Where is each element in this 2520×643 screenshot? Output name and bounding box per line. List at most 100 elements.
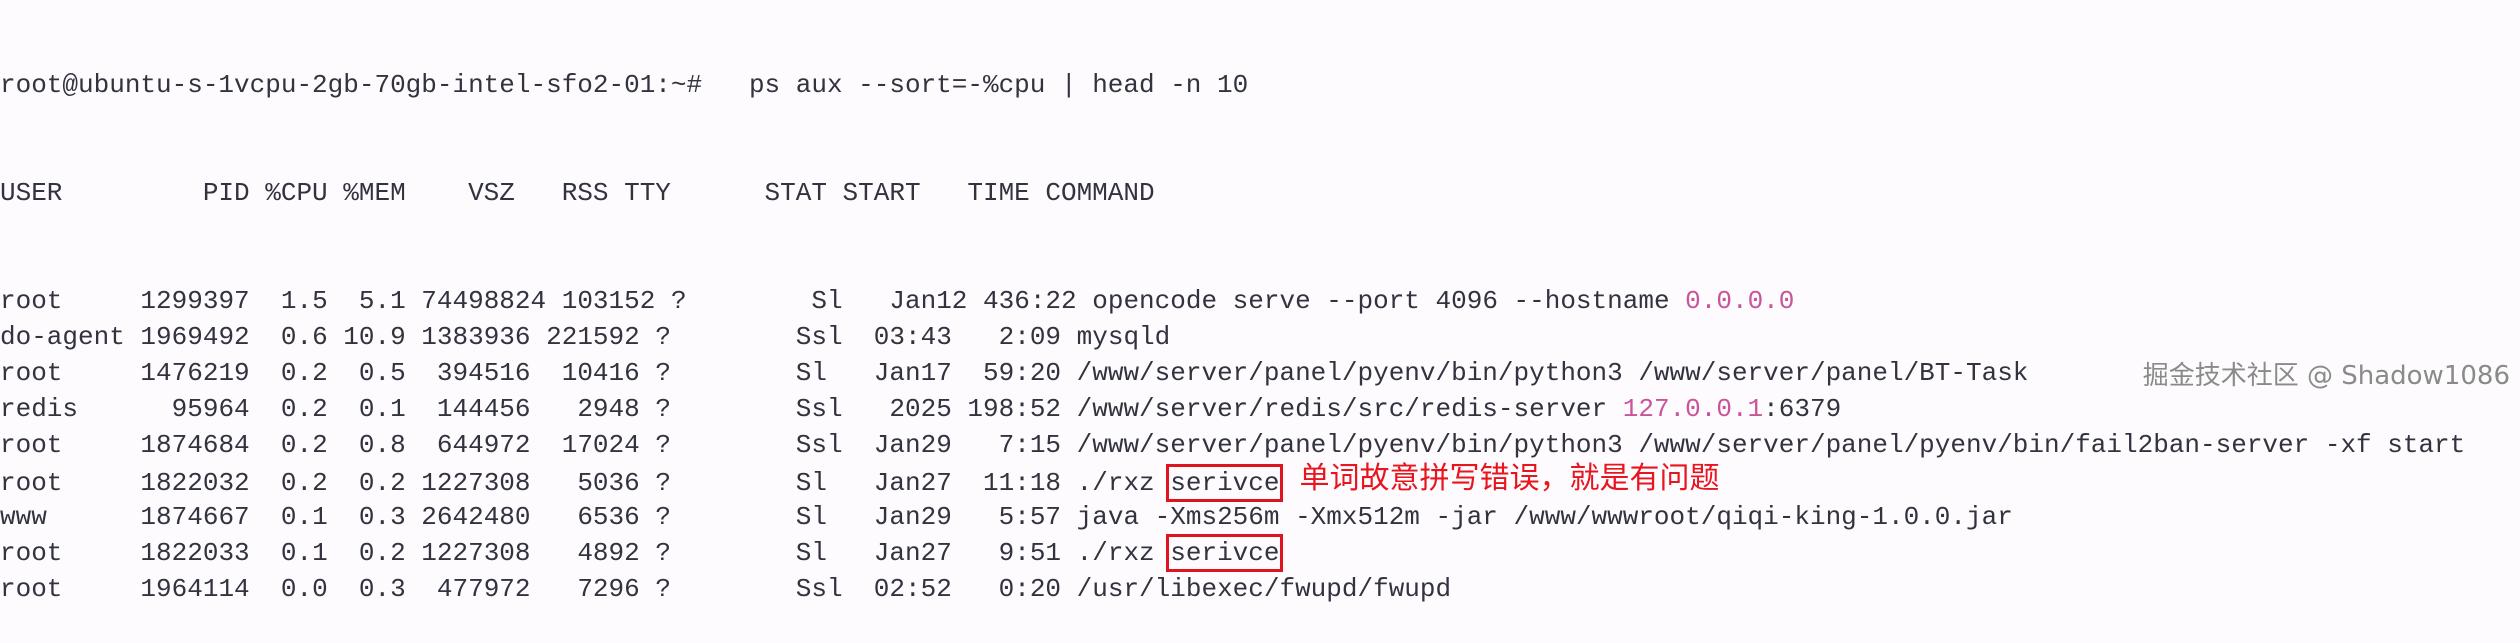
cell-cpu: 1.5: [249, 286, 328, 316]
cell-rss: 17024: [530, 430, 640, 460]
cell-user: do-agent: [0, 322, 125, 352]
cell-cpu: 0.1: [249, 538, 328, 568]
cell-vsz: 394516: [405, 358, 531, 388]
cell-start: 02:52: [858, 574, 952, 604]
table-row: do-agent 1969492 0.6 10.9 1383936 221592…: [0, 319, 2465, 355]
cell-vsz: 644972: [405, 430, 531, 460]
table-row: www 1874667 0.1 0.3 2642480 6536 ? Sl Ja…: [0, 499, 2465, 535]
table-row: redis 95964 0.2 0.1 144456 2948 ? Ssl 20…: [0, 391, 2465, 427]
cell-command: :6379: [1763, 394, 1842, 424]
cell-start: Jan27: [858, 468, 952, 498]
cell-time: 7:15: [951, 430, 1062, 460]
cell-time: 11:18: [951, 468, 1062, 498]
table-row: root 1964114 0.0 0.3 477972 7296 ? Ssl 0…: [0, 571, 2465, 607]
cell-user: root: [0, 574, 125, 604]
cell-vsz: 1383936: [405, 322, 531, 352]
cell-pid: 1964114: [124, 574, 250, 604]
cell-start: 03:43: [858, 322, 952, 352]
cell-command: /www/server/redis/src/redis-server: [1076, 394, 1623, 424]
cell-time: 59:20: [951, 358, 1062, 388]
cell-cpu: 0.0: [249, 574, 328, 604]
watermark: 掘金技术社区 @ Shadow1086: [2142, 361, 2510, 391]
cell-time: 2:09: [951, 322, 1062, 352]
cell-mem: 0.2: [327, 468, 406, 498]
cell-tty: ?: [639, 430, 781, 460]
cell-sep: [1061, 322, 1077, 352]
table-row: root 1874684 0.2 0.8 644972 17024 ? Ssl …: [0, 427, 2465, 463]
cell-rss: 6536: [530, 502, 640, 532]
cell-start: Jan12: [873, 286, 968, 316]
cell-cpu: 0.6: [249, 322, 328, 352]
cell-rss: 103152: [546, 286, 656, 316]
cell-stat: Sl: [795, 286, 874, 316]
cell-time: 9:51: [951, 538, 1062, 568]
cell-vsz: 1227308: [405, 468, 531, 498]
cell-start: Jan29: [858, 430, 952, 460]
cell-user: root: [0, 430, 125, 460]
annotation-note: 单词故意拼写错误，就是有问题: [1299, 461, 1720, 496]
cell-stat: Sl: [780, 538, 859, 568]
cell-tty: ?: [639, 574, 781, 604]
cell-cpu: 0.1: [249, 502, 328, 532]
cell-user: www: [0, 502, 125, 532]
cell-command: /www/server/panel/pyenv/bin/python3 /www…: [1076, 430, 2466, 460]
cell-user: root: [0, 358, 125, 388]
cell-pid: 1874684: [124, 430, 250, 460]
cell-cpu: 0.2: [249, 430, 328, 460]
highlighted-word-box: serivce: [1166, 464, 1284, 502]
cell-start: 2025: [858, 394, 952, 424]
cell-user: root: [0, 286, 125, 316]
cell-sep: [1061, 394, 1077, 424]
cell-tty: ?: [639, 538, 781, 568]
cell-stat: Sl: [780, 358, 859, 388]
cell-command: java -Xms256m -Xmx512m -jar /www/wwwroot…: [1076, 502, 2013, 532]
cell-tty: ?: [655, 286, 796, 316]
cell-command: /usr/libexec/fwupd/fwupd: [1076, 574, 1452, 604]
cell-time: 5:57: [951, 502, 1062, 532]
cell-sep: [1061, 502, 1077, 532]
cell-start: Jan29: [858, 502, 952, 532]
cell-mem: 0.5: [327, 358, 406, 388]
cell-vsz: 1227308: [405, 538, 531, 568]
table-row: root 1299397 1.5 5.1 74498824 103152 ? S…: [0, 283, 2465, 319]
cell-stat: Ssl: [780, 574, 859, 604]
cell-command: ./rxz: [1076, 468, 1171, 498]
cell-vsz: 2642480: [405, 502, 531, 532]
cell-sep: [1061, 358, 1077, 388]
cell-user: redis: [0, 394, 125, 424]
cell-vsz: 74498824: [405, 286, 547, 316]
cell-tty: ?: [639, 502, 781, 532]
cell-start: Jan17: [858, 358, 952, 388]
cell-stat: Sl: [780, 468, 859, 498]
cell-mem: 0.2: [327, 538, 406, 568]
cell-tty: ?: [639, 358, 781, 388]
cell-tty: ?: [639, 322, 781, 352]
cell-command: ./rxz: [1076, 538, 1171, 568]
cell-start: Jan27: [858, 538, 952, 568]
cell-stat: Ssl: [780, 394, 859, 424]
cell-stat: Sl: [780, 502, 859, 532]
cell-mem: 0.8: [327, 430, 406, 460]
highlighted-word-box: serivce: [1166, 534, 1284, 572]
cell-mem: 10.9: [327, 322, 406, 352]
cell-command: /www/server/panel/pyenv/bin/python3 /www…: [1076, 358, 2029, 388]
cell-pid: 95964: [124, 394, 250, 424]
cell-time: 0:20: [951, 574, 1062, 604]
shell-prompt: root@ubuntu-s-1vcpu-2gb-70gb-intel-sfo2-…: [0, 70, 703, 100]
cell-tty: ?: [639, 394, 781, 424]
cell-rss: 4892: [530, 538, 640, 568]
cell-rss: 221592: [530, 322, 640, 352]
table-header: USER PID %CPU %MEM VSZ RSS TTY STAT STAR…: [0, 178, 1155, 208]
cell-command: mysqld: [1076, 322, 1171, 352]
cell-user: root: [0, 538, 125, 568]
table-row: root 1476219 0.2 0.5 394516 10416 ? Sl J…: [0, 355, 2465, 391]
terminal-output[interactable]: root@ubuntu-s-1vcpu-2gb-70gb-intel-sfo2-…: [0, 0, 2465, 643]
typed-command: ps aux --sort=-%cpu | head -n 10: [748, 70, 1249, 100]
cell-mem: 5.1: [327, 286, 406, 316]
cell-time: 436:22: [967, 286, 1077, 316]
cell-sep: [1061, 430, 1077, 460]
prompt-line: root@ubuntu-s-1vcpu-2gb-70gb-intel-sfo2-…: [0, 67, 2465, 103]
cell-cpu: 0.2: [249, 468, 328, 498]
cell-rss: 5036: [530, 468, 640, 498]
cell-cpu: 0.2: [249, 358, 328, 388]
